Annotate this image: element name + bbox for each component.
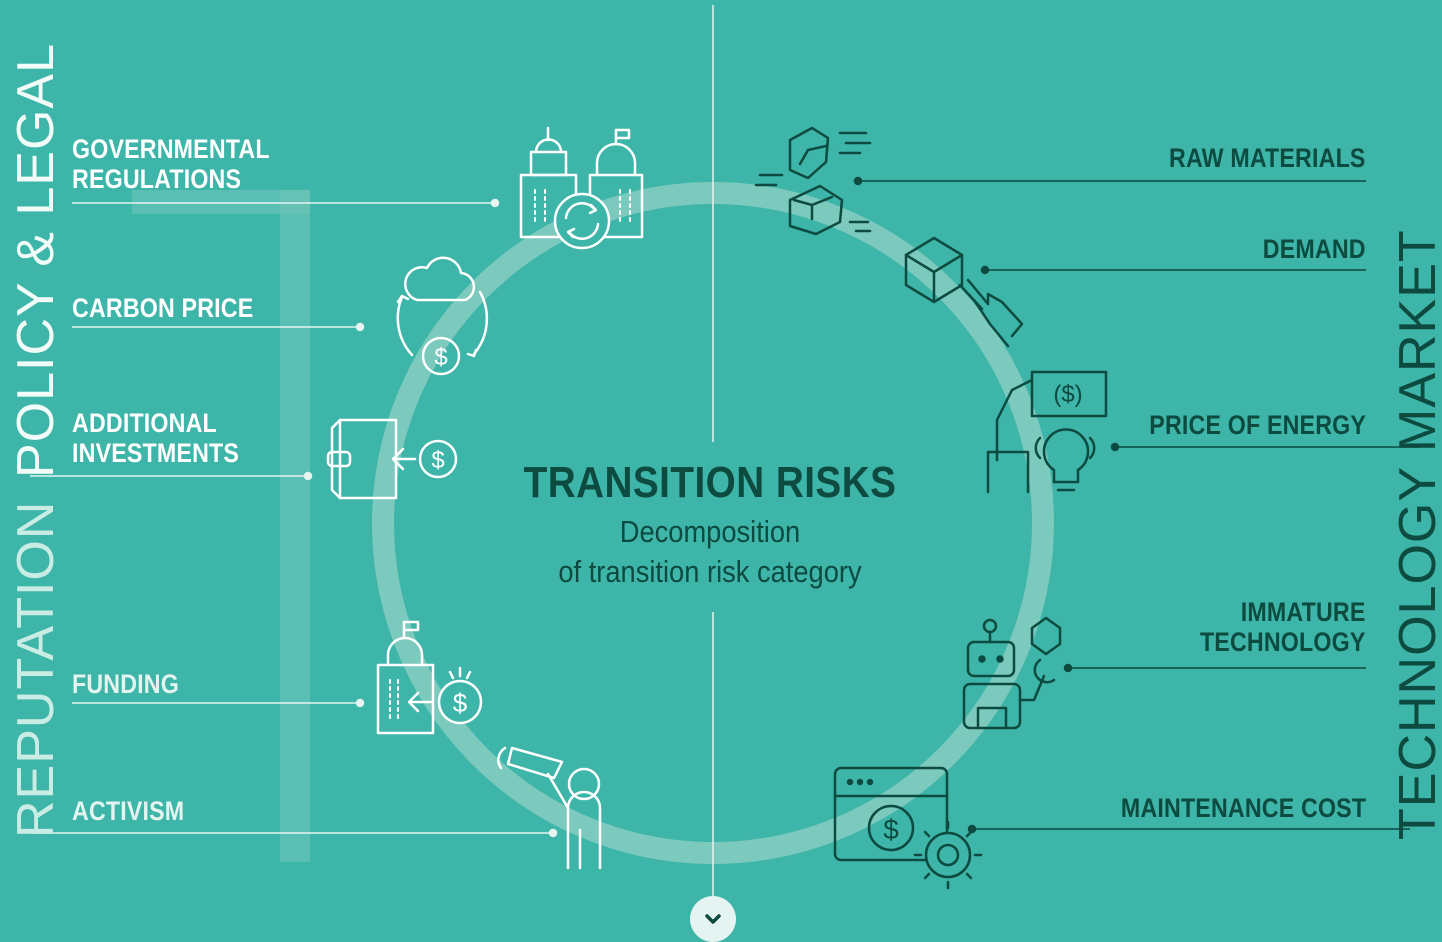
label-activism: ACTIVISM (72, 796, 185, 826)
label-additional-investments: ADDITIONAL INVESTMENTS (72, 408, 240, 468)
svg-text:($): ($) (1053, 381, 1082, 408)
label-demand: DEMAND (1263, 234, 1366, 264)
box-hand-icon (904, 236, 1024, 348)
left-frame-vertical (280, 190, 310, 862)
category-policy-legal: POLICY & LEGAL (7, 42, 65, 478)
megaphone-person-icon (497, 746, 602, 870)
category-technology: TECHNOLOGY (1389, 465, 1442, 840)
scroll-down-button[interactable] (690, 896, 736, 942)
svg-text:$: $ (453, 688, 468, 718)
center-text: TRANSITION RISKS Decomposition of transi… (480, 458, 940, 592)
label-price-of-energy: PRICE OF ENERGY (1149, 410, 1366, 440)
cloud-dollar-cycle-icon: $ (396, 256, 489, 376)
svg-text:$: $ (883, 814, 899, 845)
svg-text:$: $ (434, 344, 447, 371)
category-reputation: REPUTATION (7, 500, 65, 838)
browser-dollar-gear-icon: $ (833, 766, 983, 890)
label-governmental-regulations: GOVERNMENTAL REGULATIONS (72, 134, 270, 194)
label-raw-materials: RAW MATERIALS (1169, 143, 1366, 173)
label-maintenance-cost: MAINTENANCE COST (1120, 793, 1366, 823)
label-carbon-price: CARBON PRICE (72, 293, 254, 323)
robot-cube-icon (962, 616, 1062, 730)
label-immature-technology: IMMATURE TECHNOLOGY (1200, 597, 1366, 657)
diagram-title: TRANSITION RISKS (523, 458, 897, 507)
diagram-subtitle: Decomposition of transition risk categor… (558, 514, 862, 589)
government-buildings-refresh-icon (519, 126, 644, 250)
label-funding: FUNDING (72, 669, 179, 699)
building-dollar-icon: $ (376, 620, 483, 735)
rocks-icon (754, 126, 872, 236)
svg-text:$: $ (431, 447, 444, 474)
chevron-down-icon (705, 914, 721, 924)
category-market: MARKET (1389, 229, 1442, 452)
hand-money-lightbulb-icon: ($) (986, 370, 1108, 494)
wallet-dollar-icon: $ (326, 418, 458, 500)
